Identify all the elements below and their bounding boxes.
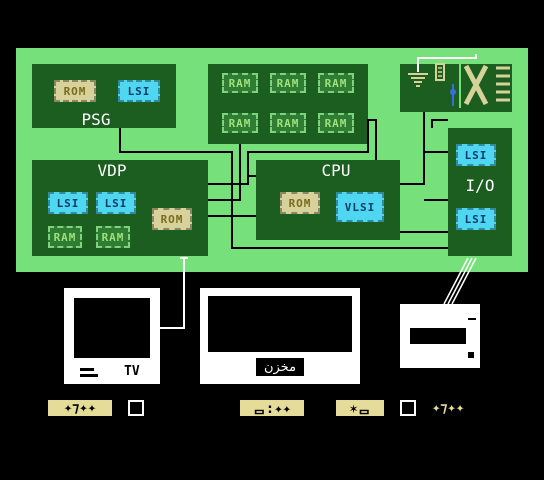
tv-screen [74, 298, 150, 358]
right-icon: ✶ᆷ [336, 400, 384, 417]
vdp-rom-chip[interactable]: ROM [152, 208, 192, 230]
cpu-vlsi-chip[interactable]: VLSI [336, 192, 384, 222]
vdp-lsi-chip[interactable]: LSI [96, 192, 136, 214]
left-checkbox[interactable] [128, 400, 144, 416]
ram-chip[interactable]: RAM [318, 113, 354, 133]
drive-indicator [468, 318, 476, 320]
io-lsi-chip[interactable]: LSI [456, 208, 496, 230]
drive-slot [410, 328, 466, 344]
cpu-rom-chip[interactable]: ROM [280, 192, 320, 214]
tv-speaker-icon [80, 368, 94, 371]
ram-chip[interactable]: RAM [270, 73, 306, 93]
vdp-lsi-chip[interactable]: LSI [48, 192, 88, 214]
mid-counter: ᆷ:✦✦ [240, 400, 304, 417]
cpu-label: CPU [321, 161, 351, 180]
left-counter: ✦⁊✦✦ [48, 400, 112, 416]
tv-label: TV [124, 364, 140, 379]
ram-chip[interactable]: RAM [270, 113, 306, 133]
ram-chip[interactable]: RAM [222, 113, 258, 133]
storage-label: مخزن [256, 358, 304, 376]
psg-label: PSG [81, 110, 111, 129]
psg-lsi-chip[interactable]: LSI [118, 80, 160, 102]
ram-chip[interactable]: RAM [222, 73, 258, 93]
psg-rom-chip[interactable]: ROM [54, 80, 96, 102]
io-label: I/O [465, 176, 495, 195]
tv-speaker-icon [80, 374, 98, 377]
storage-screen [208, 296, 352, 352]
vdp-ram-chip[interactable]: RAM [48, 226, 82, 248]
io-lsi-chip[interactable]: LSI [456, 144, 496, 166]
right-counter: ✦⁊✦✦ [432, 400, 465, 416]
ram-chip[interactable]: RAM [318, 73, 354, 93]
vdp-ram-chip[interactable]: RAM [96, 226, 130, 248]
connector-icons [408, 54, 510, 108]
vdp-label: VDP [97, 161, 127, 180]
right-checkbox[interactable] [400, 400, 416, 416]
drive-led [468, 352, 474, 358]
